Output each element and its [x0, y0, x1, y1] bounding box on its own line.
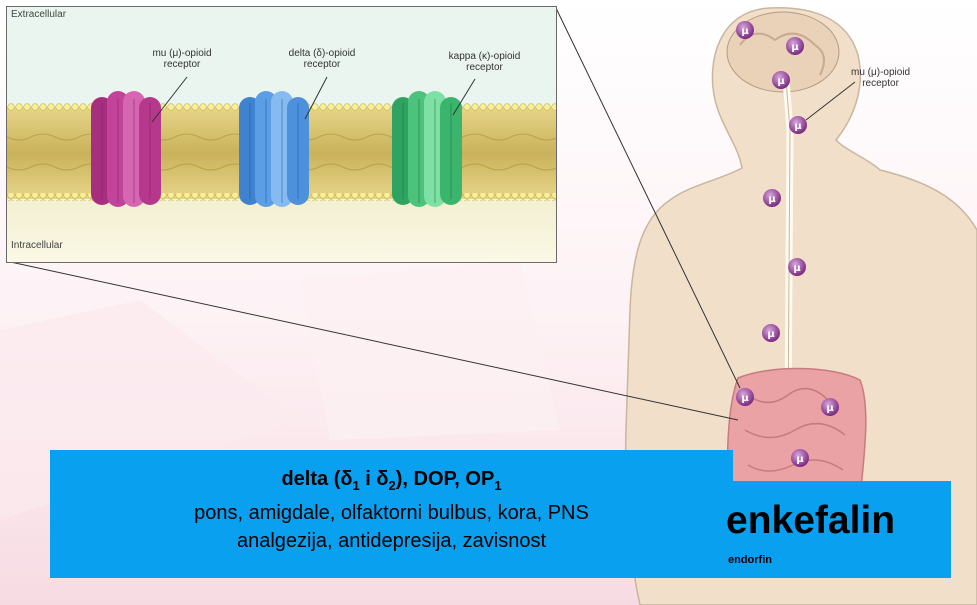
mu-marker: μ: [772, 71, 790, 89]
svg-text:μ: μ: [741, 393, 749, 404]
ligand-main: enkefalin: [726, 499, 895, 543]
delta-receptor-info-box: delta (δ1 i δ2), DOP, OP1 pons, amigdale…: [50, 450, 733, 578]
membrane-inset: Extracellular Intracellular mu (μ)-opioi…: [6, 6, 557, 263]
mu-marker: μ: [821, 398, 839, 416]
ligand-secondary: endorfin: [728, 554, 772, 566]
delta-receptor-label: delta (δ)-opioid receptor: [267, 48, 377, 70]
kappa-receptor-label: kappa (κ)-opioid receptor: [427, 51, 542, 73]
svg-text:μ: μ: [793, 263, 801, 274]
svg-text:μ: μ: [777, 76, 785, 87]
info-effects: analgezija, antidepresija, zavisnost: [50, 527, 733, 555]
body-receptor-label: mu (μ)-opioid receptor: [851, 67, 910, 89]
membrane-diagram: [7, 7, 556, 262]
info-title: delta (δ1 i δ2), DOP, OP1: [50, 466, 733, 499]
mu-marker: μ: [786, 37, 804, 55]
kappa-receptor: [392, 91, 462, 207]
mu-marker: μ: [736, 388, 754, 406]
svg-text:μ: μ: [794, 121, 802, 132]
mu-marker: μ: [791, 449, 809, 467]
svg-text:μ: μ: [767, 329, 775, 340]
intracellular-label: Intracellular: [11, 240, 63, 251]
mu-marker: μ: [788, 258, 806, 276]
extracellular-label: Extracellular: [11, 9, 66, 20]
svg-text:μ: μ: [826, 403, 834, 414]
svg-text:μ: μ: [741, 26, 749, 37]
svg-text:μ: μ: [768, 194, 776, 205]
mu-marker: μ: [736, 21, 754, 39]
mu-marker: μ: [762, 324, 780, 342]
info-locations: pons, amigdale, olfaktorni bulbus, kora,…: [50, 499, 733, 527]
delta-receptor: [239, 91, 309, 207]
mu-marker: μ: [763, 189, 781, 207]
mu-marker: μ: [789, 116, 807, 134]
svg-text:μ: μ: [796, 454, 804, 465]
mu-receptor-label: mu (μ)-opioid receptor: [127, 48, 237, 70]
mu-receptor: [91, 91, 161, 207]
svg-text:μ: μ: [791, 42, 799, 53]
ligand-box: enkefalin endorfin: [726, 481, 951, 578]
